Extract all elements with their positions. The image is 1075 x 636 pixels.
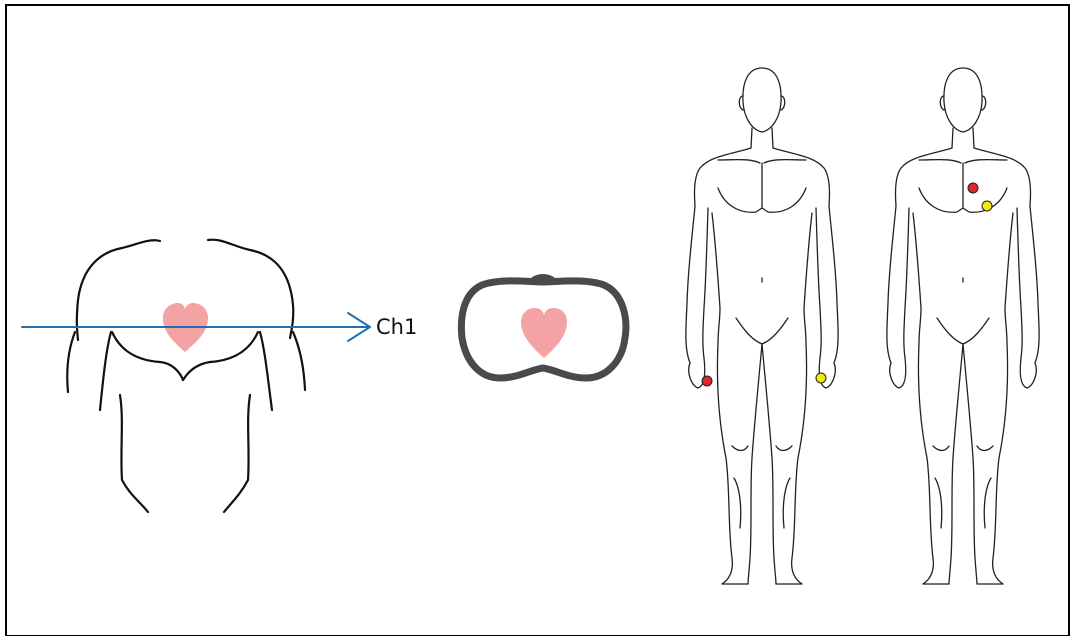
electrode-yellow-icon bbox=[982, 201, 992, 211]
body-figure-icon bbox=[887, 68, 1039, 584]
electrode-yellow-icon bbox=[816, 373, 826, 383]
electrode-red-icon bbox=[968, 183, 978, 193]
heart-icon bbox=[521, 308, 567, 358]
spine-bump bbox=[526, 274, 560, 284]
body-figure-icon bbox=[686, 68, 838, 584]
cross-section-panel bbox=[461, 274, 626, 378]
torso-front-panel bbox=[22, 240, 370, 512]
channel-label: Ch1 bbox=[376, 315, 417, 339]
torso-outline-icon bbox=[67, 240, 305, 512]
body-hand-electrodes-panel bbox=[686, 68, 838, 584]
body-chest-electrodes-panel bbox=[887, 68, 1039, 584]
electrode-red-icon bbox=[702, 376, 712, 386]
